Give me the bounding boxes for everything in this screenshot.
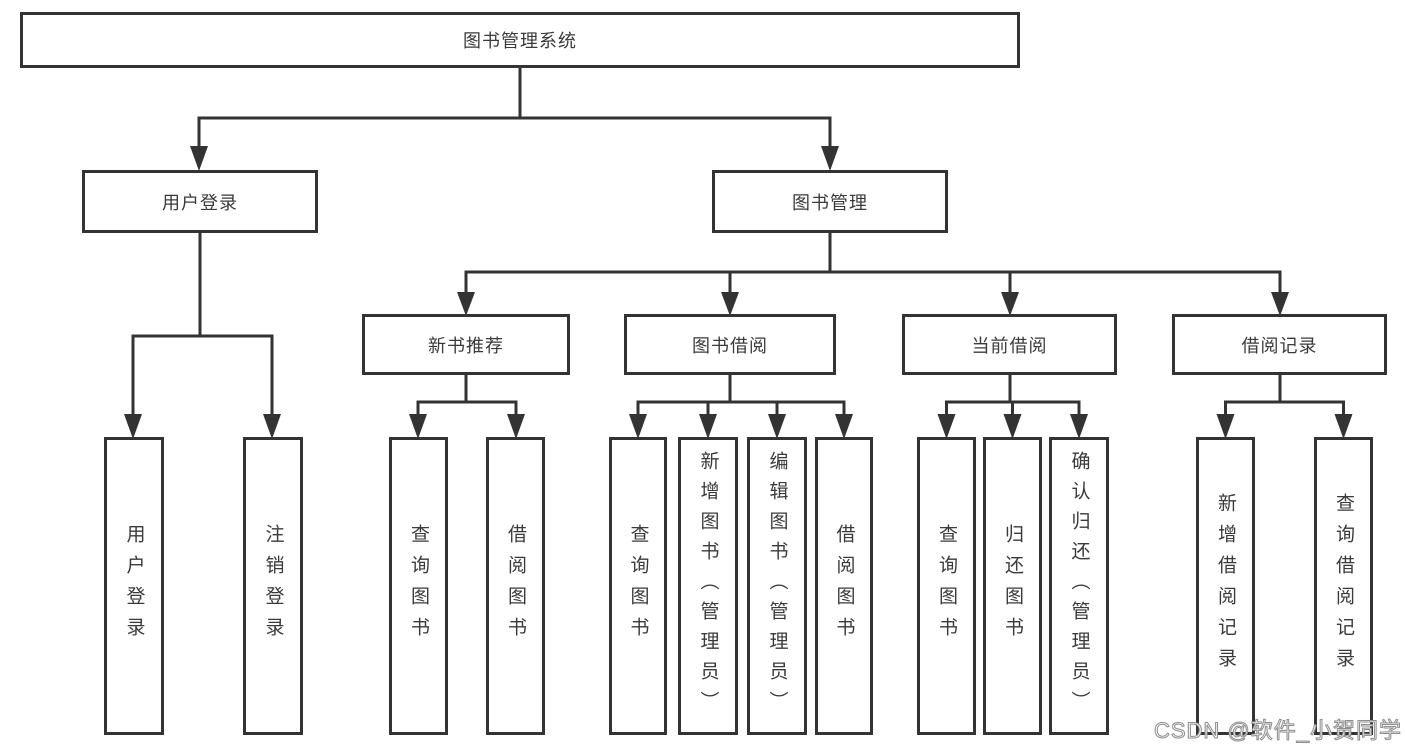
- leaf-add-books-admin: 新增图书（管理员）: [678, 437, 738, 735]
- connector-root-to-level2: [190, 66, 839, 171]
- csdn-watermark: CSDN @软件_小贺同学: [1153, 718, 1402, 744]
- leaf-query-books-newbook: 查询图书: [389, 437, 448, 735]
- node-label: 图书管理系统: [463, 31, 577, 51]
- node-current-borrowing: 当前借阅: [902, 314, 1117, 375]
- node-borrowing-records: 借阅记录: [1172, 314, 1387, 375]
- node-label: 图书借阅: [692, 335, 768, 356]
- leaf-query-borrow-record: 查询借阅记录: [1314, 437, 1373, 735]
- leaf-logout: 注销登录: [243, 437, 303, 735]
- leaf-query-books-borrow: 查询图书: [609, 437, 667, 735]
- leaf-label: 查询图书: [627, 524, 649, 648]
- leaf-label: 查询图书: [936, 524, 957, 648]
- connector-currentborrow-to-children: [937, 373, 1088, 439]
- leaf-label: 借阅图书: [833, 524, 855, 648]
- connector-bookborrow-to-children: [629, 373, 853, 439]
- leaf-label: 查询图书: [408, 524, 429, 648]
- node-label: 用户登录: [162, 192, 238, 213]
- leaf-label: 新增图书（管理员）: [697, 451, 719, 721]
- leaf-add-borrow-record: 新增借阅记录: [1196, 437, 1255, 735]
- leaf-label: 查询借阅记录: [1333, 493, 1354, 679]
- leaf-label: 借阅图书: [505, 524, 526, 648]
- node-book-borrowing: 图书借阅: [624, 314, 836, 375]
- leaf-label: 确认归还（管理员）: [1068, 451, 1090, 721]
- leaf-borrow-books: 借阅图书: [815, 437, 873, 735]
- leaf-edit-books-admin: 编辑图书（管理员）: [747, 437, 807, 735]
- leaf-label: 注销登录: [262, 524, 284, 648]
- node-label: 图书管理: [792, 192, 868, 213]
- leaf-label: 编辑图书（管理员）: [766, 451, 788, 721]
- connector-newbook-to-children: [409, 373, 525, 439]
- node-label: 借阅记录: [1241, 335, 1318, 356]
- connector-bookmgmt-to-level3: [457, 231, 1289, 316]
- connector-borrowrecords-to-children: [1216, 373, 1353, 439]
- leaf-borrow-books-newbook: 借阅图书: [486, 437, 545, 735]
- node-new-book-recommendation: 新书推荐: [362, 314, 570, 375]
- leaf-label: 归还图书: [1002, 524, 1023, 648]
- leaf-label: 新增借阅记录: [1215, 493, 1236, 679]
- connector-userlogin-to-children: [124, 231, 281, 439]
- leaf-confirm-return-admin: 确认归还（管理员）: [1049, 437, 1109, 735]
- leaf-return-books: 归还图书: [983, 437, 1042, 735]
- node-label: 当前借阅: [971, 335, 1048, 356]
- node-user-login: 用户登录: [82, 170, 318, 233]
- node-book-management: 图书管理: [712, 170, 948, 233]
- node-label: 新书推荐: [428, 335, 504, 356]
- leaf-query-books-current: 查询图书: [917, 437, 976, 735]
- leaf-user-login: 用户登录: [104, 437, 164, 735]
- node-library-management-system: 图书管理系统: [20, 12, 1020, 68]
- leaf-label: 用户登录: [123, 524, 145, 648]
